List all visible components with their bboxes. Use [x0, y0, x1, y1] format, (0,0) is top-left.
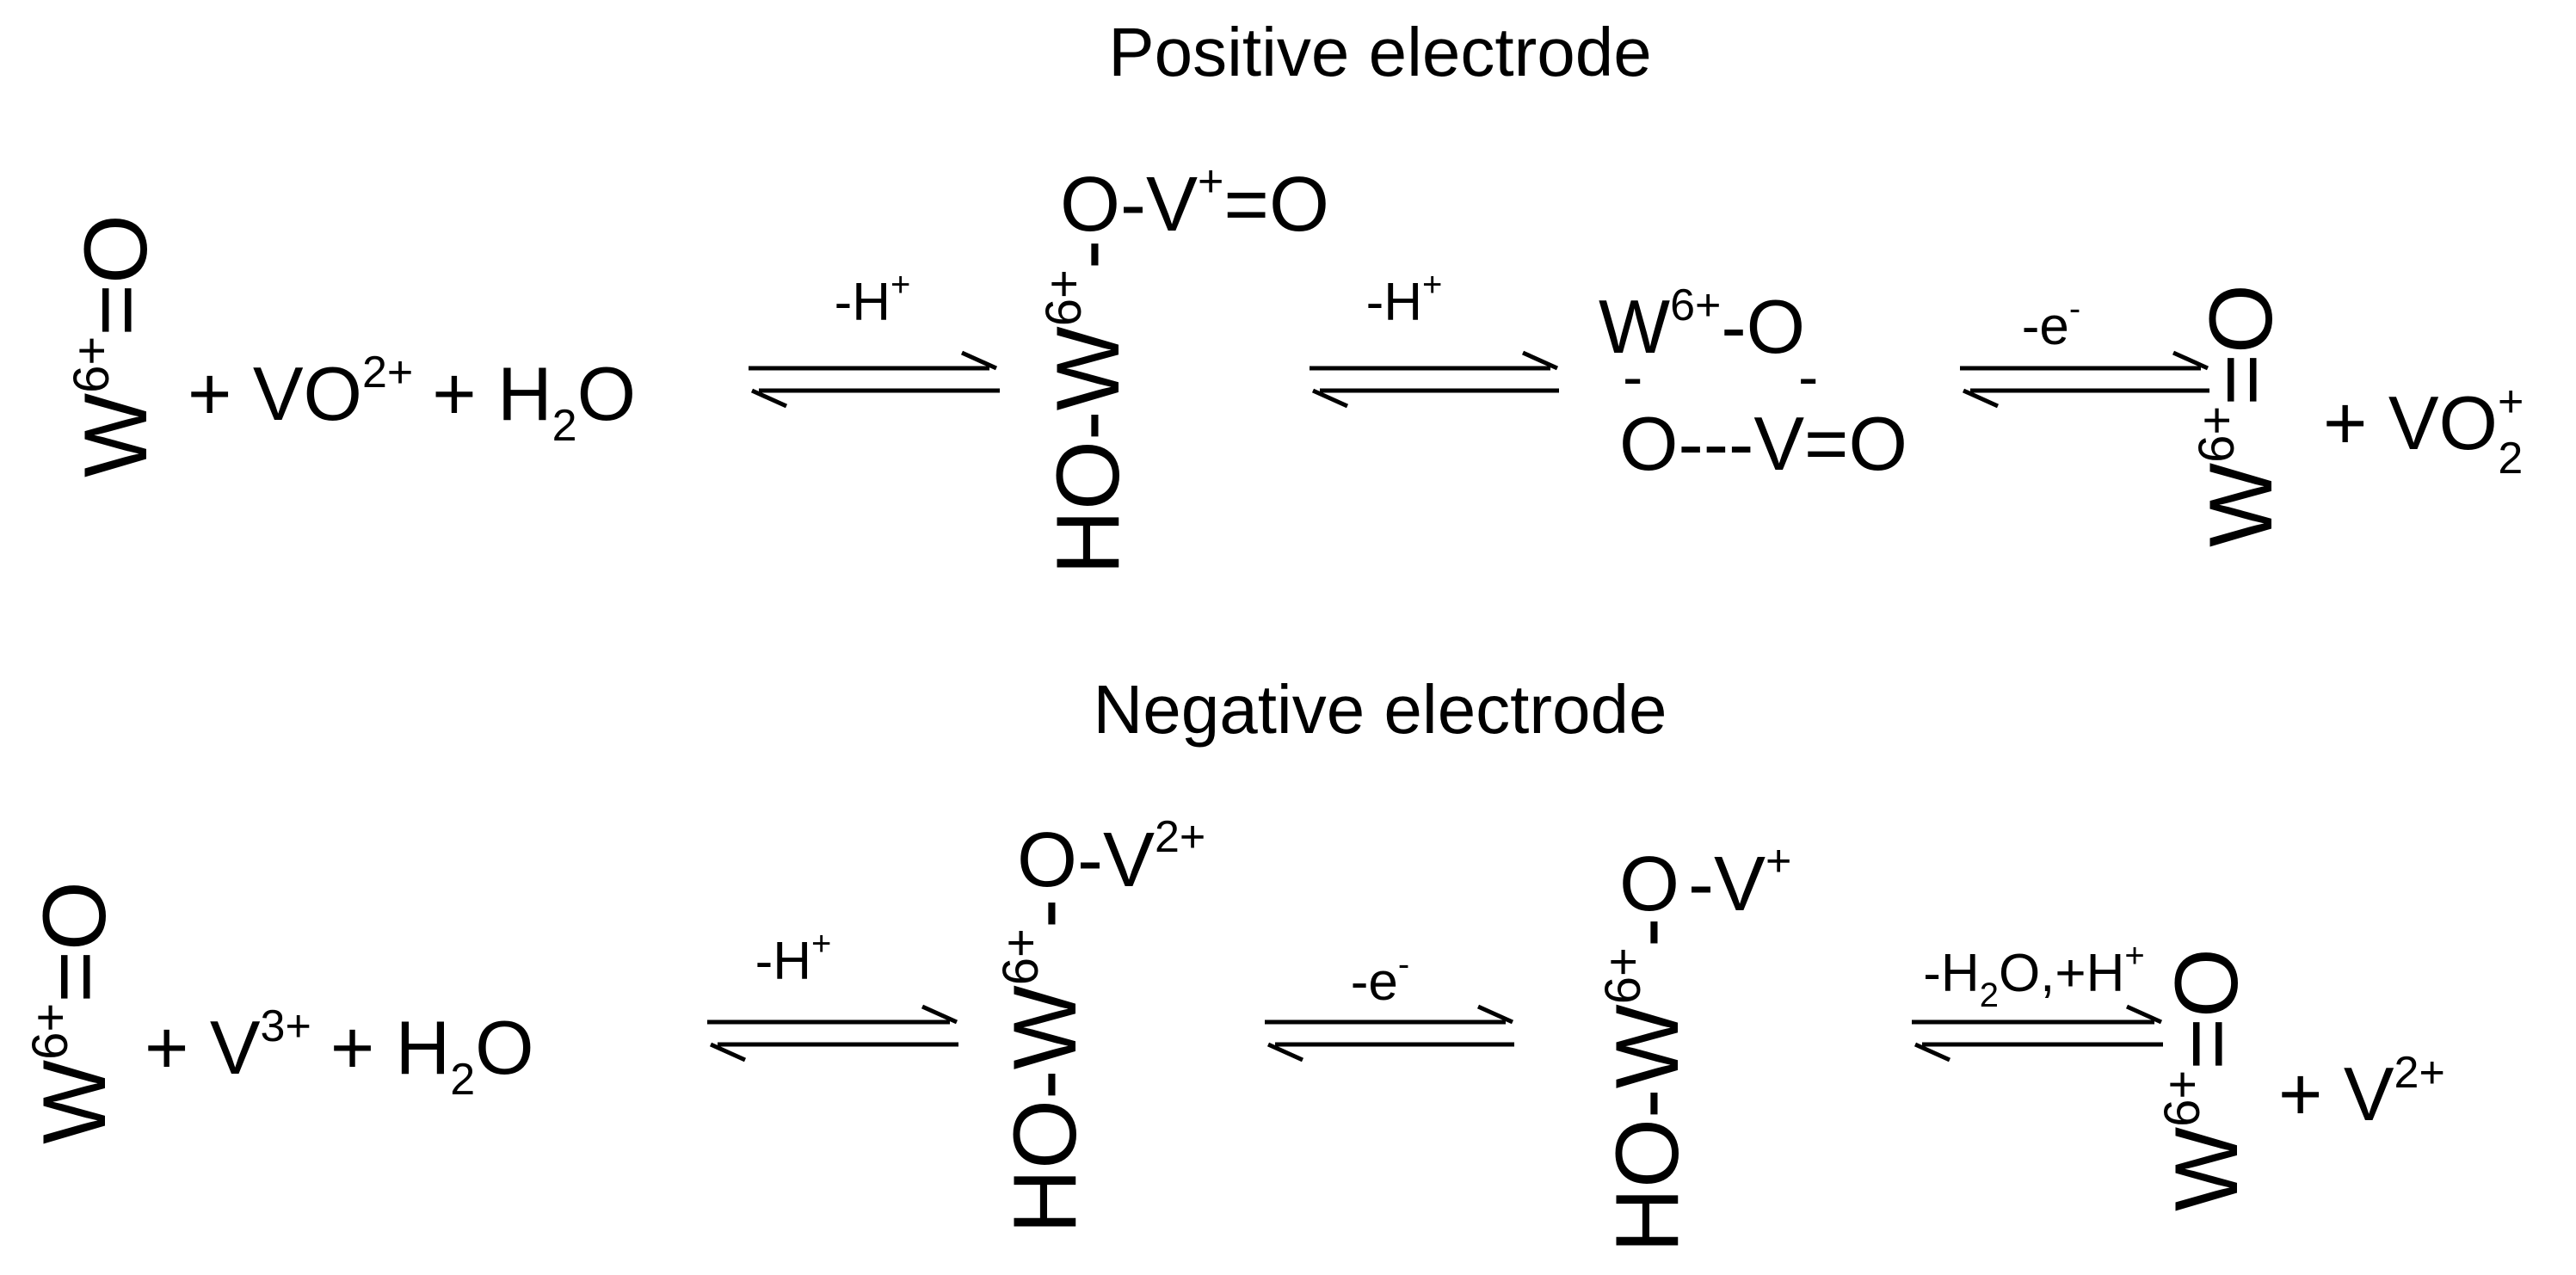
svg-text:O-V+: O-V+: [1619, 836, 1791, 927]
positive-hydroxo-intermediate: HO-W6+- O-V+=O: [1036, 157, 1329, 575]
positive-arrow-3-label: -e-: [2022, 290, 2080, 356]
positive-vanadyl-water-reactants: + VO2++ H2O: [188, 348, 636, 451]
negative-electrode-title: Negative electrode: [1093, 671, 1667, 748]
svg-text:W6+=O: W6+=O: [64, 214, 166, 477]
svg-text:W6+-O: W6+-O: [1599, 280, 1805, 369]
positive-arrow-2-label: -H+: [1366, 266, 1443, 332]
negative-hydroxo-intermediate-1: HO-W6+- O-V2+: [993, 812, 1205, 1234]
svg-text:HO-W6+-: HO-W6+-: [1036, 239, 1138, 575]
positive-arrow-1-label: -H+: [835, 266, 911, 332]
svg-text:O-V2+: O-V2+: [1017, 812, 1205, 903]
negative-tungsten-oxo-reactant: W6+=O: [22, 881, 125, 1144]
svg-text:W6+=O: W6+=O: [22, 881, 125, 1144]
positive-equilibrium-arrow-3: -e-: [1960, 290, 2209, 409]
negative-vanadium-water-reactants: + V3++ H2O: [145, 1001, 534, 1105]
svg-text:-: -: [1798, 343, 1818, 410]
svg-text:O-V+=O: O-V+=O: [1060, 157, 1329, 248]
negative-arrow-1-label: -H+: [755, 925, 832, 991]
svg-text:O---V=O: O---V=O: [1619, 401, 1907, 486]
positive-cyclic-tungsten-vanadium-species: W6+-O - - O---V=O: [1599, 280, 1907, 486]
negative-equilibrium-arrow-3: -H2O,+H+: [1912, 937, 2163, 1062]
positive-equilibrium-arrow-2: -H+: [1310, 266, 1559, 409]
negative-arrow-2-label: -e-: [1351, 945, 1409, 1012]
positive-vanadium-dioxo-product: + VO+2: [2323, 377, 2524, 484]
svg-text:-: -: [1623, 343, 1642, 410]
svg-text:HO-W6+-: HO-W6+-: [993, 898, 1095, 1234]
positive-electrode-title: Positive electrode: [1108, 14, 1651, 90]
svg-text:HO-W6+-: HO-W6+-: [1595, 917, 1698, 1253]
positive-equilibrium-arrow-1: -H+: [749, 266, 1000, 409]
positive-tungsten-oxo-product: W6+=O: [2189, 284, 2291, 547]
positive-tungsten-oxo-reactant: W6+=O: [64, 214, 166, 477]
svg-text:W6+=O: W6+=O: [2189, 284, 2291, 547]
negative-hydroxo-intermediate-2: HO-W6+- O-V+: [1595, 836, 1791, 1253]
negative-arrow-3-label: -H2O,+H+: [1923, 937, 2144, 1014]
negative-equilibrium-arrow-2: -e-: [1265, 945, 1514, 1062]
negative-tungsten-oxo-product: W6+=O: [2154, 948, 2257, 1211]
svg-text:W6+=O: W6+=O: [2154, 948, 2257, 1211]
negative-vanadium-product: + V2+: [2278, 1048, 2445, 1136]
negative-equilibrium-arrow-1: -H+: [707, 925, 958, 1062]
